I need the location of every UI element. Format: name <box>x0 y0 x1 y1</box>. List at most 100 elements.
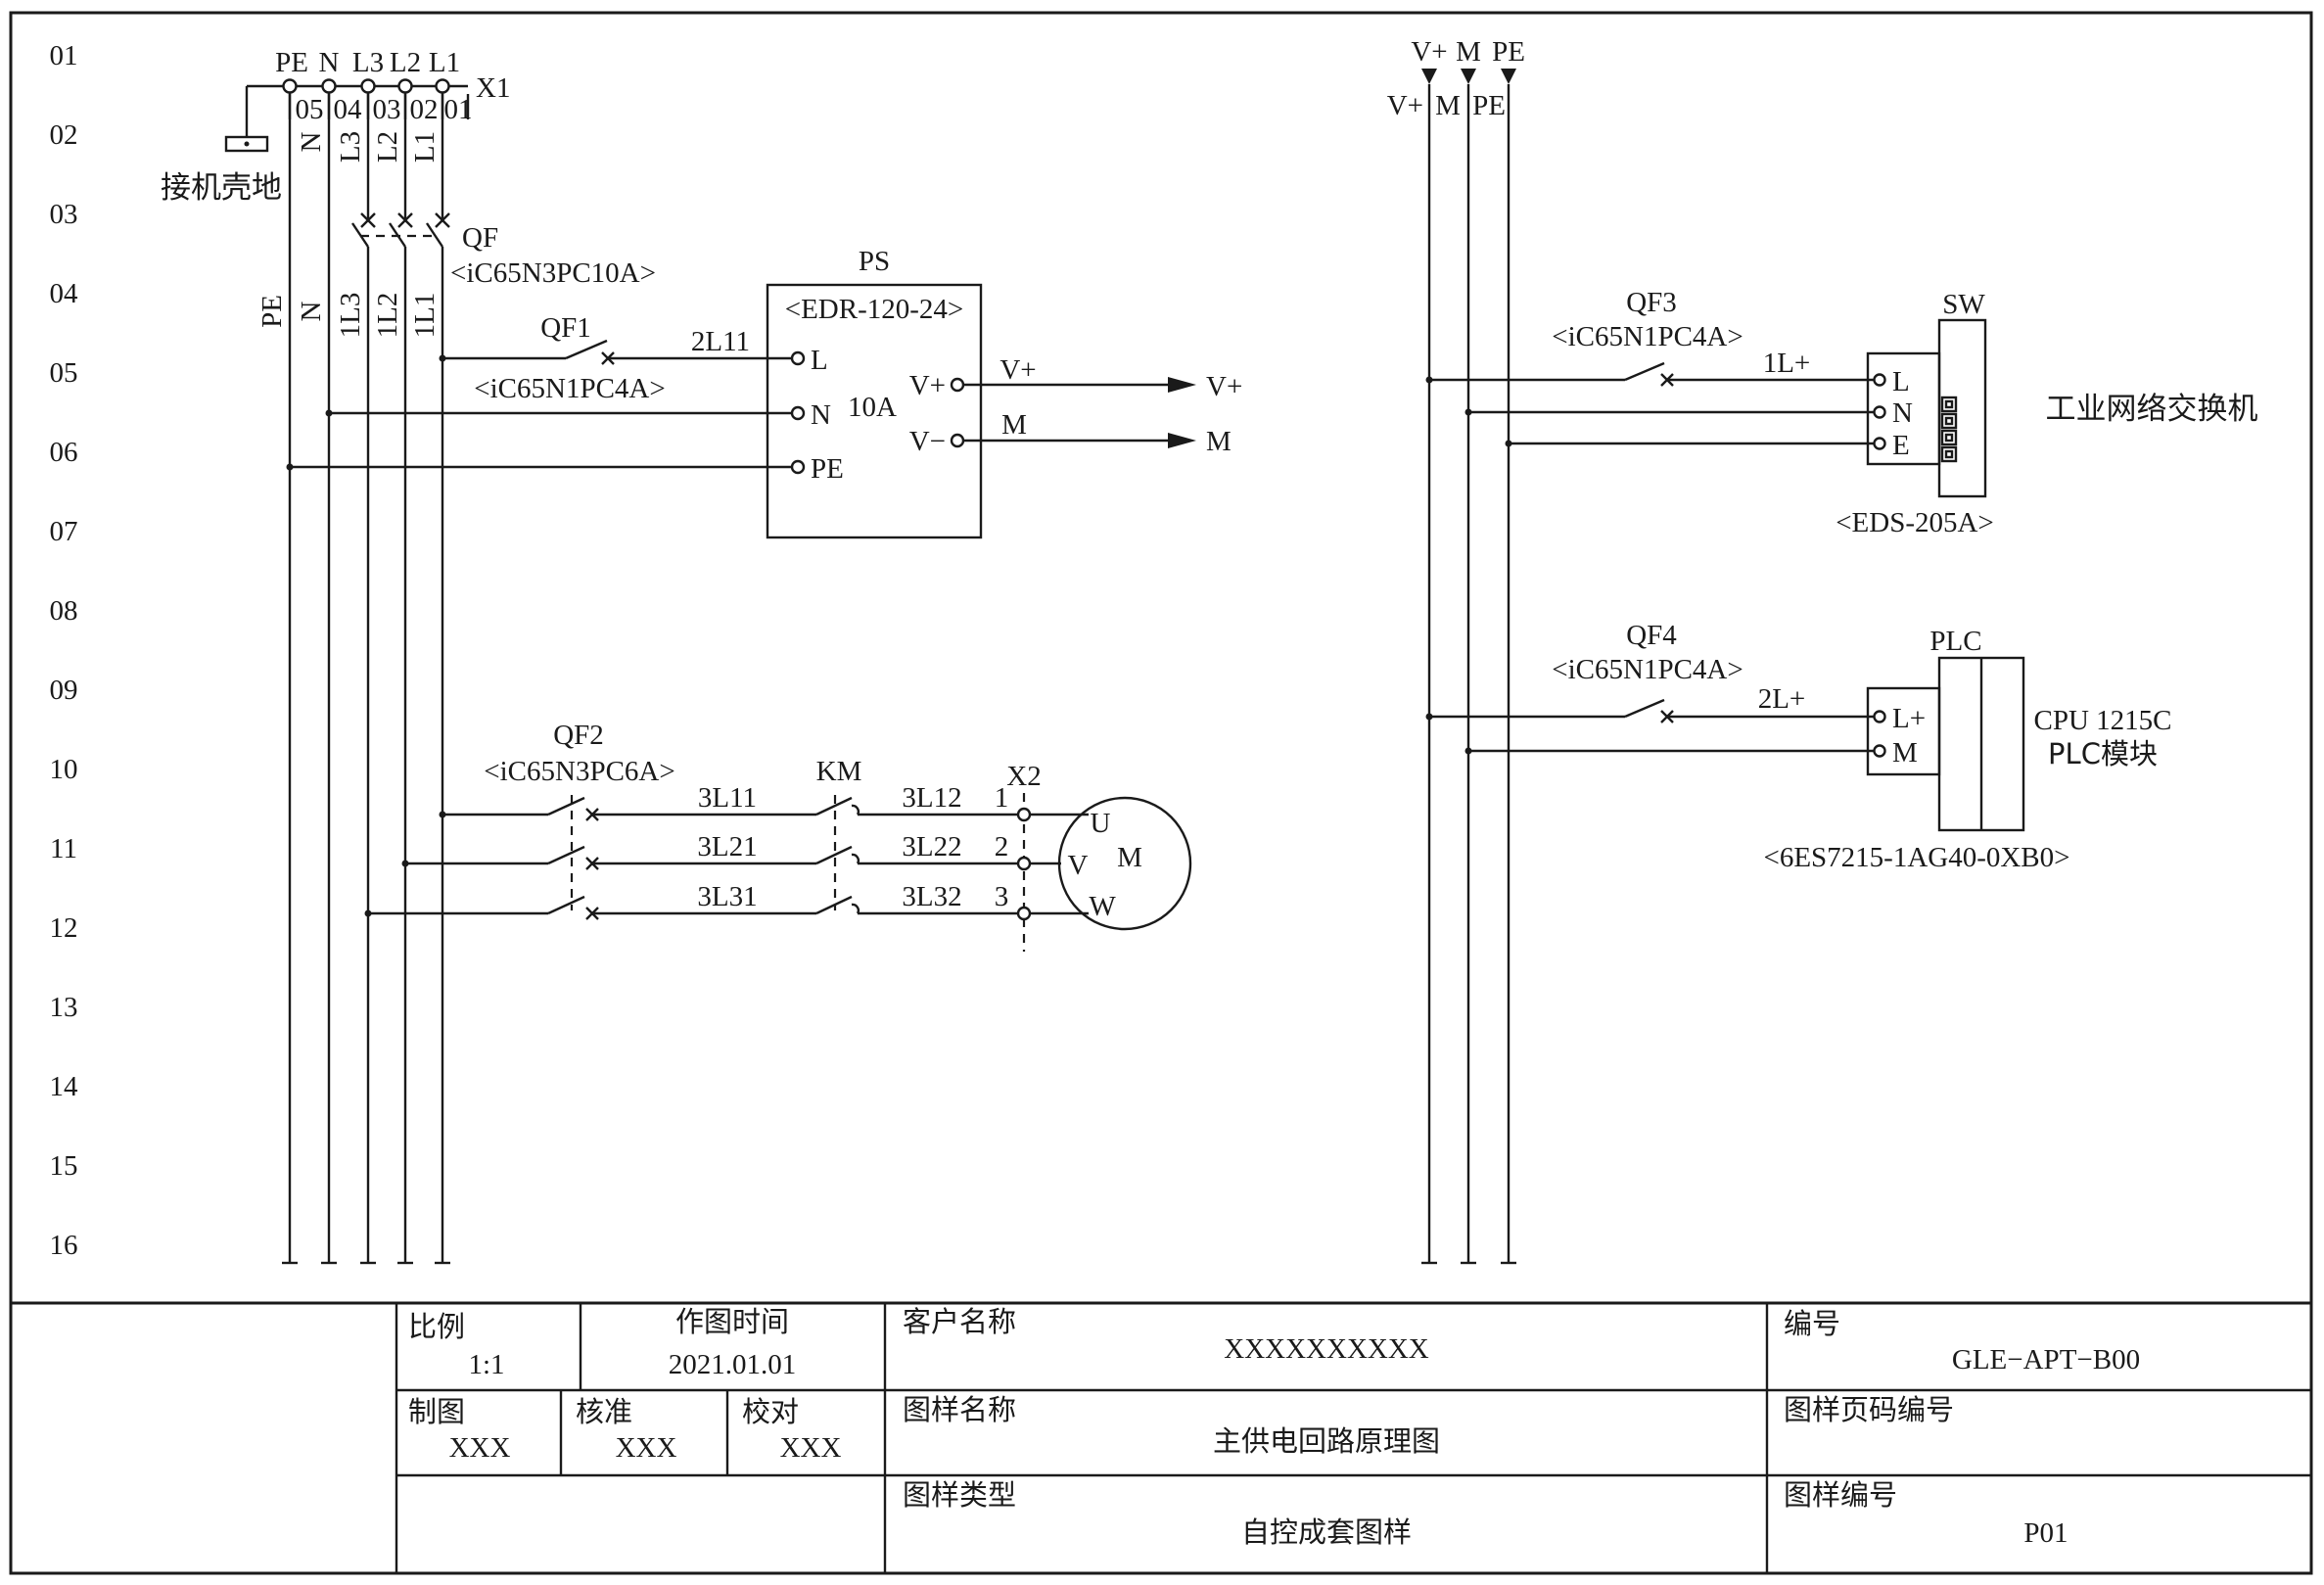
scale-label: 比例 <box>408 1310 465 1343</box>
main-breaker-model: <iC65N3PC10A> <box>450 257 656 289</box>
km-contact <box>815 796 853 816</box>
wire-label-n-lower: N <box>296 301 327 321</box>
qf3-model: <iC65N1PC4A> <box>1552 321 1743 352</box>
switch-description: 工业网络交换机 <box>2046 392 2258 427</box>
approved-label: 核准 <box>576 1395 632 1428</box>
switch-label-n: N <box>1892 397 1913 429</box>
motor-icon <box>1057 796 1192 931</box>
motor-terminal-u: U <box>1091 808 1111 839</box>
row-number: 07 <box>50 516 78 547</box>
row-number: 05 <box>50 357 78 389</box>
qf4-tag: QF4 <box>1626 620 1677 651</box>
plc-circuit: QF4 <iC65N1PC4A> 2L+ PLC L+ M <6ES7215-1… <box>1425 620 2172 873</box>
network-switch-circuit: QF3 <iC65N1PC4A> 1L+ SW L N E <EDS-205A>… <box>1425 287 2258 538</box>
km-tag: KM <box>816 756 862 787</box>
page-code-label: 图样页码编号 <box>1784 1393 1954 1426</box>
plc-label-m: M <box>1892 737 1918 769</box>
wire-label-n: N <box>296 131 327 152</box>
drawing-number-label: 图样编号 <box>1784 1478 1897 1512</box>
qf2-model: <iC65N3PC6A> <box>484 756 674 787</box>
power-supply-box <box>766 283 983 539</box>
x2-terminal <box>1016 807 1032 822</box>
ps-terminal-vplus <box>950 377 965 393</box>
incoming-supply: PE N L3 L2 L1 X1 05 04 03 02 01 接机壳地 <box>161 47 656 1265</box>
x2-block-label: X2 <box>1006 761 1041 792</box>
supply-label-pe: PE <box>275 47 308 78</box>
switch-model: <EDS-205A> <box>1836 507 1994 538</box>
qf2-contact <box>547 845 585 865</box>
x1-number: 05 <box>296 94 324 125</box>
motor-circuit: QF2 <iC65N3PC6A> 3L11 3L21 3L31 KM 3L12 … <box>364 720 1192 952</box>
dc-bus: V+ M PE V+ M PE <box>1387 36 1525 1265</box>
dc-bus-sub-m: M <box>1435 90 1461 121</box>
row-number: 16 <box>50 1230 78 1261</box>
row-number: 04 <box>50 278 79 309</box>
row-number: 13 <box>50 992 78 1023</box>
arrow-m-icon <box>1168 433 1196 448</box>
drawing-type-label: 图样类型 <box>903 1478 1016 1512</box>
plc-tag: PLC <box>1929 626 1981 657</box>
wire-label-l3: L3 <box>335 131 366 163</box>
chassis-ground-dot <box>244 141 250 147</box>
arrow-vplus-icon <box>1168 377 1196 393</box>
dc-bus-header-m: M <box>1456 36 1481 68</box>
main-breaker-qf: QF <iC65N3PC10A> <box>351 212 656 289</box>
plc-terminal-lplus <box>1873 710 1886 723</box>
qf4-model: <iC65N1PC4A> <box>1552 654 1743 685</box>
drawing-type-value: 自控成套图样 <box>1241 1515 1412 1549</box>
switch-tag: SW <box>1942 289 1985 320</box>
km-contact-hook <box>851 903 860 914</box>
wire-label-l2: L2 <box>372 131 403 163</box>
switch-label-e: E <box>1892 430 1910 461</box>
qf3-tag: QF3 <box>1626 287 1677 318</box>
drawn-value: XXX <box>449 1432 511 1464</box>
x2-number: 3 <box>995 881 1009 912</box>
wire-label-1lplus: 1L+ <box>1763 348 1811 379</box>
plc-label-lplus: L+ <box>1892 703 1926 734</box>
wire-label-3l31: 3L31 <box>697 881 757 912</box>
qf2-tag: QF2 <box>553 720 604 751</box>
x2-terminal <box>1016 906 1032 921</box>
km-contact-hook <box>851 853 860 864</box>
switch-terminal-l <box>1873 373 1886 387</box>
wire-label-3l22: 3L22 <box>902 831 961 862</box>
wire-label-3l11: 3L11 <box>698 782 757 814</box>
qf1-model: <iC65N1PC4A> <box>474 373 665 404</box>
switch-terminal-e <box>1873 437 1886 450</box>
motor-label: M <box>1117 842 1142 873</box>
row-number: 06 <box>50 437 78 468</box>
supply-label-l3: L3 <box>352 47 384 78</box>
plc-model: <6ES7215-1AG40-0XB0> <box>1763 842 2069 873</box>
customer-value: XXXXXXXXXX <box>1224 1333 1428 1365</box>
x1-number: 02 <box>410 94 439 125</box>
scale-value: 1:1 <box>468 1349 504 1380</box>
dc-bus-sub-pe: PE <box>1472 90 1506 121</box>
ps-input-pe: PE <box>811 453 844 485</box>
row-number: 11 <box>50 833 77 864</box>
wire-label-2l11: 2L11 <box>691 326 750 357</box>
ps-output-vminus: V− <box>909 426 946 457</box>
dc-bus-header-vplus: V+ <box>1411 36 1447 68</box>
target-m: M <box>1206 426 1232 457</box>
row-number-column: 01 02 03 04 05 06 07 08 09 10 11 12 13 1… <box>50 40 79 1261</box>
supply-label-n: N <box>319 47 340 78</box>
qf2-contact <box>547 796 585 816</box>
x1-number: 03 <box>373 94 401 125</box>
x1-terminal-l3 <box>360 78 376 94</box>
x1-terminal-pe <box>282 78 298 94</box>
wire-label-vplus: V+ <box>999 354 1036 386</box>
plc-description-cpu: CPU 1215C <box>2033 705 2171 736</box>
wire-label-pe: PE <box>256 295 288 328</box>
date-value: 2021.01.01 <box>669 1349 797 1380</box>
row-number: 10 <box>50 754 78 785</box>
row-number: 14 <box>50 1071 79 1102</box>
x1-block-label: X1 <box>476 72 510 104</box>
ps-input-l: L <box>811 345 828 376</box>
breaker-trip-mark <box>360 212 376 228</box>
row-number: 08 <box>50 595 78 627</box>
qf4-contact <box>1624 698 1665 719</box>
number-label: 编号 <box>1784 1307 1840 1340</box>
drawn-label: 制图 <box>408 1395 465 1428</box>
bus-arrow-vplus-icon <box>1421 69 1437 84</box>
